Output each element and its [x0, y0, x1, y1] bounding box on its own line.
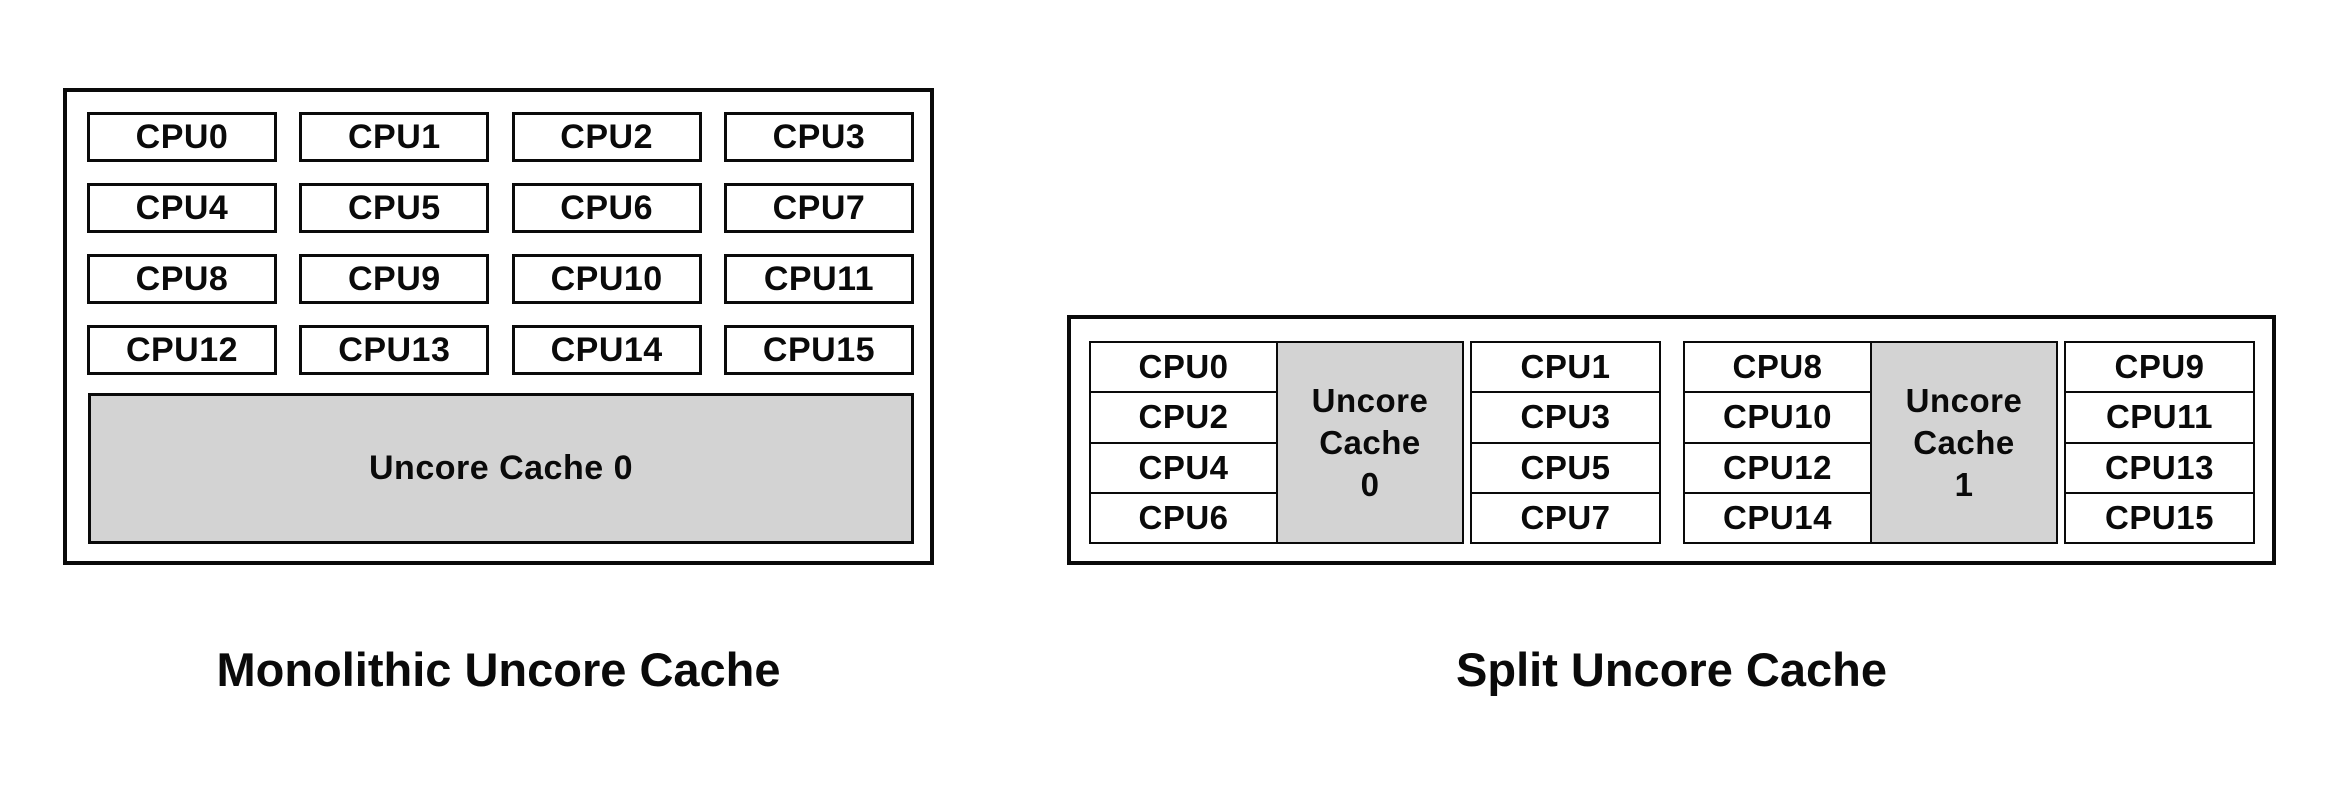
cpu-cell-cpu4: CPU4: [1089, 441, 1278, 494]
cpu-cell-cpu6: CPU6: [1089, 491, 1278, 544]
cpu-cell-cpu7: CPU7: [1470, 491, 1661, 544]
cpu-box-cpu0: CPU0: [87, 112, 277, 162]
uncore-cache-0-line3: 0: [1360, 465, 1380, 503]
cpu-box-cpu8: CPU8: [87, 254, 277, 304]
cpu-cell-cpu3: CPU3: [1470, 391, 1661, 444]
cpu-row: CPU4 CPU5 CPU6 CPU7: [87, 183, 914, 233]
cpu-box-cpu1: CPU1: [299, 112, 490, 162]
cpu-cell-cpu14: CPU14: [1683, 491, 1872, 544]
cpu-cell-cpu15: CPU15: [2064, 491, 2255, 544]
cpu-cell-cpu0: CPU0: [1089, 341, 1278, 394]
cpu-box-cpu13: CPU13: [299, 325, 490, 375]
cpu-row: CPU0 CPU1 CPU2 CPU3: [87, 112, 914, 162]
cpu-cell-cpu11: CPU11: [2064, 391, 2255, 444]
cpu-box-cpu15: CPU15: [723, 325, 914, 375]
cpu-box-cpu2: CPU2: [511, 112, 702, 162]
uncore-cache-1-line1: Uncore: [1905, 381, 2023, 419]
cpu-box-cpu14: CPU14: [511, 325, 702, 375]
split-left-column-0: CPU0 CPU2 CPU4 CPU6: [1089, 341, 1278, 544]
split-right-column-1: CPU9 CPU11 CPU13 CPU15: [2064, 341, 2255, 544]
cpu-cell-cpu13: CPU13: [2064, 441, 2255, 494]
cpu-cell-cpu9: CPU9: [2064, 341, 2255, 394]
uncore-cache-1-cell: Uncore Cache 1: [1870, 341, 2058, 544]
split-left-column-1: CPU8 CPU10 CPU12 CPU14: [1683, 341, 1872, 544]
cpu-cell-cpu10: CPU10: [1683, 391, 1872, 444]
uncore-cache-1-line3: 1: [1954, 465, 1974, 503]
cpu-box-cpu12: CPU12: [87, 325, 277, 375]
cpu-cell-cpu1: CPU1: [1470, 341, 1661, 394]
cpu-box-cpu6: CPU6: [511, 183, 702, 233]
uncore-cache-0-line2: Cache: [1319, 423, 1421, 461]
split-right-column-0: CPU1 CPU3 CPU5 CPU7: [1470, 341, 1661, 544]
cpu-box-cpu11: CPU11: [723, 254, 914, 304]
cpu-cell-cpu12: CPU12: [1683, 441, 1872, 494]
cpu-row: CPU8 CPU9 CPU10 CPU11: [87, 254, 914, 304]
monolithic-cpu-grid: CPU0 CPU1 CPU2 CPU3 CPU4 CPU5 CPU6 CPU7 …: [87, 112, 914, 396]
cpu-box-cpu3: CPU3: [723, 112, 914, 162]
cpu-box-cpu9: CPU9: [299, 254, 490, 304]
cpu-cell-cpu2: CPU2: [1089, 391, 1278, 444]
split-diagram-box: CPU0 CPU2 CPU4 CPU6 Uncore Cache 0 CPU1 …: [1067, 315, 2276, 565]
uncore-cache-0-cell: Uncore Cache 0: [1276, 341, 1464, 544]
cpu-cell-cpu5: CPU5: [1470, 441, 1661, 494]
uncore-cache-0-box: Uncore Cache 0: [88, 393, 914, 544]
split-group-0: CPU0 CPU2 CPU4 CPU6 Uncore Cache 0 CPU1 …: [1089, 341, 1661, 544]
monolithic-diagram-title: Monolithic Uncore Cache: [216, 643, 781, 696]
cpu-box-cpu7: CPU7: [723, 183, 914, 233]
cpu-box-cpu5: CPU5: [299, 183, 490, 233]
monolithic-diagram-box: CPU0 CPU1 CPU2 CPU3 CPU4 CPU5 CPU6 CPU7 …: [63, 88, 934, 565]
split-group-1: CPU8 CPU10 CPU12 CPU14 Uncore Cache 1 CP…: [1683, 341, 2255, 544]
cpu-cell-cpu8: CPU8: [1683, 341, 1872, 394]
uncore-cache-0-line1: Uncore: [1311, 381, 1429, 419]
split-diagram-title: Split Uncore Cache: [1456, 643, 1887, 696]
uncore-cache-1-line2: Cache: [1913, 423, 2015, 461]
cpu-box-cpu10: CPU10: [511, 254, 702, 304]
cpu-box-cpu4: CPU4: [87, 183, 277, 233]
cpu-row: CPU12 CPU13 CPU14 CPU15: [87, 325, 914, 375]
